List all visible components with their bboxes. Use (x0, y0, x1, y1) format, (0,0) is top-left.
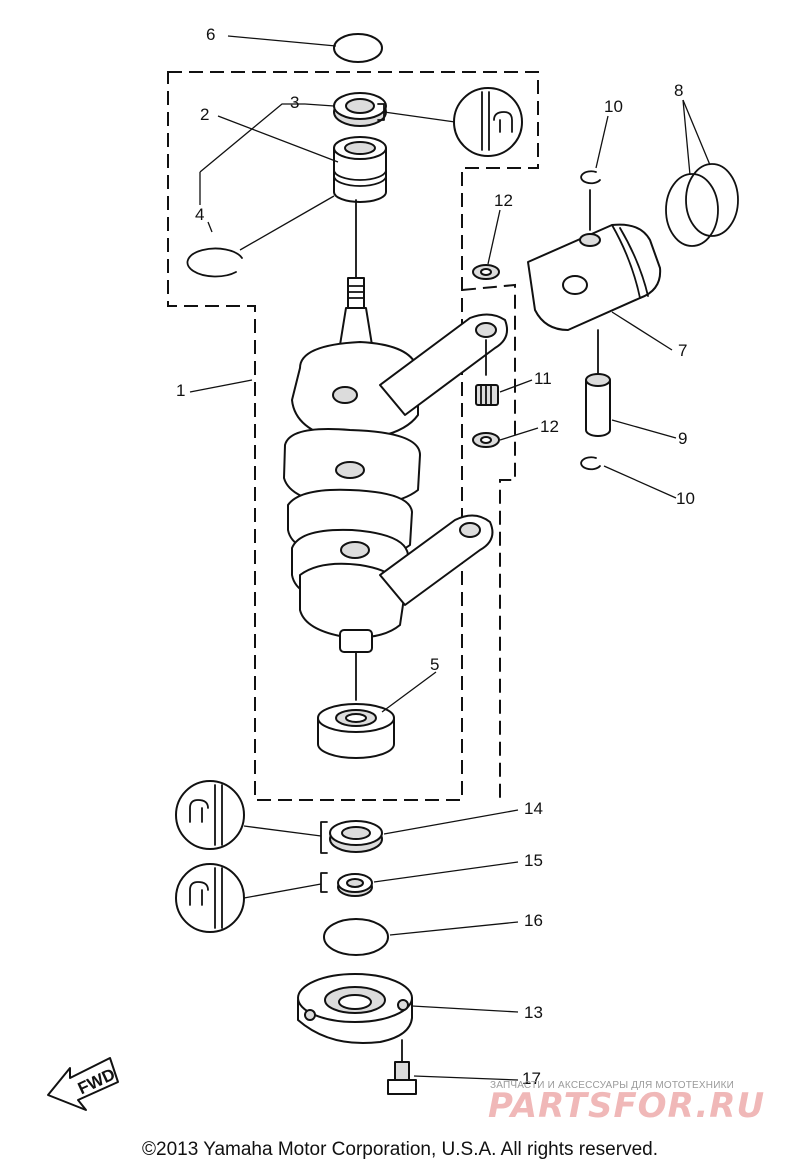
clip-10-top (580, 170, 601, 185)
callout-1: 1 (176, 381, 185, 400)
needle-bearing-11 (475, 384, 499, 406)
callout-17: 17 (522, 1069, 541, 1088)
washer-12-top (472, 264, 500, 280)
bolt-17 (387, 1039, 417, 1095)
oil-seal-3 (333, 92, 387, 127)
sealant-detail-15 (175, 863, 328, 933)
callout-14: 14 (524, 799, 543, 818)
callout-10-top: 10 (604, 97, 623, 116)
washer-12-bottom (472, 432, 500, 448)
callout-16: 16 (524, 911, 543, 930)
forward-direction-arrow: FWD (47, 1057, 119, 1111)
sealant-detail-14 (175, 780, 328, 854)
piston-rings-8 (665, 99, 739, 247)
callout-2: 2 (200, 105, 209, 124)
callout-7: 7 (678, 341, 687, 360)
connecting-rod-upper (379, 313, 508, 416)
circlip-4 (186, 247, 243, 278)
callout-9: 9 (678, 429, 687, 448)
piston-subassembly-boundary (461, 283, 516, 800)
callout-13: 13 (524, 1003, 543, 1022)
housing-13 (297, 973, 413, 1045)
o-ring-6 (333, 33, 383, 63)
bearing-5 (317, 703, 395, 759)
piston-7 (527, 189, 662, 376)
callout-10-bottom: 10 (676, 489, 695, 508)
callout-5: 5 (430, 655, 439, 674)
callout-15: 15 (524, 851, 543, 870)
watermark-tagline: ЗАПЧАСТИ И АКСЕССУАРЫ ДЛЯ МОТОТЕХНИКИ (490, 1080, 735, 1091)
piston-pin-9 (585, 373, 611, 437)
callout-12-top: 12 (494, 191, 513, 210)
connecting-rod-lower (379, 514, 494, 606)
oil-seal-14 (329, 820, 383, 853)
bearing-2 (333, 136, 387, 203)
copyright-notice: ©2013 Yamaha Motor Corporation, U.S.A. A… (142, 1139, 658, 1160)
clip-10-bottom (580, 456, 601, 471)
leader-lines (189, 35, 677, 1081)
callout-6: 6 (206, 25, 215, 44)
callout-11: 11 (534, 369, 552, 388)
sealant-detail-top (377, 87, 523, 157)
o-ring-16 (323, 918, 389, 956)
crankshaft-assembly-boundary (167, 71, 539, 801)
watermark-logo: PARTSFOR.RU (488, 1086, 766, 1126)
callout-4: 4 (195, 205, 204, 224)
crankshaft-1 (283, 199, 421, 701)
callout-12-bottom: 12 (540, 417, 559, 436)
callout-8: 8 (674, 81, 683, 100)
callout-3: 3 (290, 93, 299, 112)
oil-seal-15 (337, 873, 373, 897)
